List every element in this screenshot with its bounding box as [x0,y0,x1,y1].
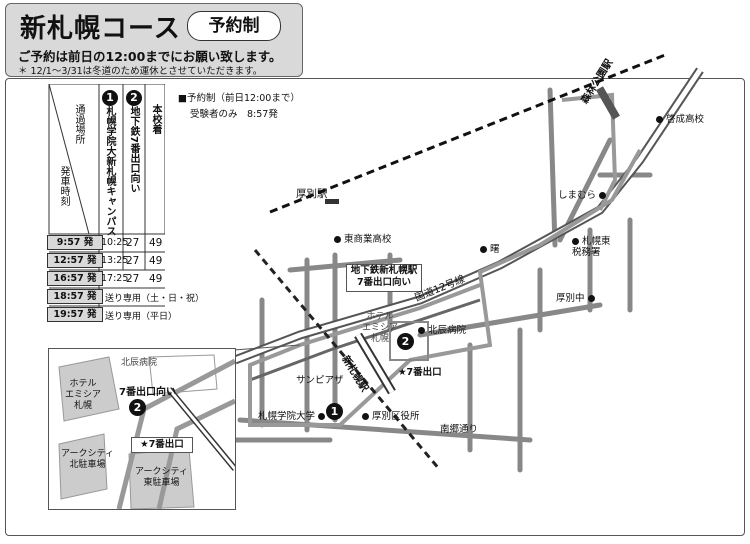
inset-stop-2-marker: 2 [129,399,146,416]
shinrinkoen-station-mark [596,86,620,120]
page-title: 新札幌コース [20,14,181,44]
stop2-marker: 2 [126,86,142,106]
label-tosho-school: 東商業高校 [334,231,392,245]
row1-arrival: 49 [149,237,163,249]
label-gakuin-univ: 札幌学院大学 [258,408,326,422]
row4-depart: 18:57 発 [47,289,103,304]
label-shimamura: しまむら [558,187,607,201]
stop2-name: 地下鉄7番出口向い [128,106,139,193]
poi-dot-icon [418,327,425,334]
timetable: 通過場所 発車時刻 1 札幌学院大新札幌キャンパス 2 地下鉄7番出口向い 本校… [13,84,204,329]
label-atsubetsu-jh: 厚別中 [556,290,595,304]
row2-arrival: 49 [149,255,163,267]
poi-dot-icon [599,192,607,199]
row2-stop2: 27 [126,255,140,267]
legend-exam-only: 受験者のみ 8:57発 [190,109,278,120]
bus-route-north [561,92,618,211]
poi-dot-icon [656,116,663,123]
row5-depart: 19:57 発 [47,307,103,322]
row1-stop2: 27 [126,237,140,249]
inset-label-arc-north: アークシティ 北駐車場 [61,449,114,470]
poi-dot-icon [362,413,369,420]
map-stop-2-marker: 2 [397,333,414,350]
header-panel: 新札幌コース 予約制 ご予約は前日の12:00までにお願い致します。 ＊ 12/… [5,3,303,77]
poi-dot-icon [480,246,487,253]
inset-label-hokushin: 北辰病院 [121,358,158,368]
map-stop-1-marker: 1 [326,403,343,420]
row1-stop1: 10:25 [101,237,129,248]
header-pass-location: 通過場所 [73,104,84,144]
poi-dot-icon [587,295,595,302]
subway-exit-callout: 地下鉄新札幌駅 7番出口向い [346,264,422,292]
inset-exit-7: ★7番出口 [131,437,193,453]
jr-line [269,53,666,214]
row2-stop1: 13:25 [101,255,129,266]
reservation-notice: ご予約は前日の12:00までにお願い致します。 [18,49,282,64]
legend-reservation: ■予約制（前日12:00まで） [178,93,300,104]
stop2-highlight [389,321,429,361]
label-nango-street: 南郷通り [440,424,479,435]
inset-label-hotel: ホテル エミシア 札幌 [65,379,102,411]
reservation-badge: 予約制 [187,11,281,41]
poi-dot-icon [572,238,579,245]
label-hotel-emisia: ホテル エミシア 札幌 [362,312,399,344]
map-frame [5,78,745,536]
poi-dot-icon [318,413,326,420]
row3-stop1: 17:25 [101,273,129,284]
label-sunpiazza: サンピアザ [296,375,344,386]
label-akebono: 曙 [480,241,500,255]
row3-arrival: 49 [149,273,163,285]
stop1-name: 札幌学院大新札幌キャンパス [104,106,115,236]
label-hokushin-hospital: 北辰病院 [418,322,466,336]
inset-canvas [58,354,235,509]
label-tax-office: 札幌東 税務署 [572,236,611,258]
stop1-marker: 1 [102,86,118,106]
label-atsubetsu-station: 厚別駅 [296,188,328,200]
label-keisei-school: 啓成高校 [656,111,704,125]
label-ward-office: 厚別区役所 [362,408,420,422]
row1-depart: 9:57 発 [47,235,103,250]
inset-map: 北辰病院 ホテル エミシア 札幌 7番出口向い 2 ★7番出口 アークシティ 北… [48,348,236,510]
inset-label-exit-facing: 7番出口向い [119,387,176,398]
row5-note: 送り専用（平日） [105,312,178,322]
winter-note: ＊ 12/1～3/31は冬道のため運休とさせていただきます。 [18,66,263,77]
label-exit-7: ★7番出口 [398,367,442,378]
poi-dot-icon [334,236,341,243]
atsubetsu-station-mark [325,199,339,204]
row3-depart: 16:57 発 [47,271,103,286]
inset-label-arc-east: アークシティ 東駐車場 [135,467,188,488]
header-departure-time: 発車時刻 [58,166,69,206]
row2-depart: 12:57 発 [47,253,103,268]
row3-stop2: 27 [126,273,140,285]
header-arrival: 本校着 [150,104,161,134]
row4-note: 送り専用（土・日・祝） [105,294,205,304]
